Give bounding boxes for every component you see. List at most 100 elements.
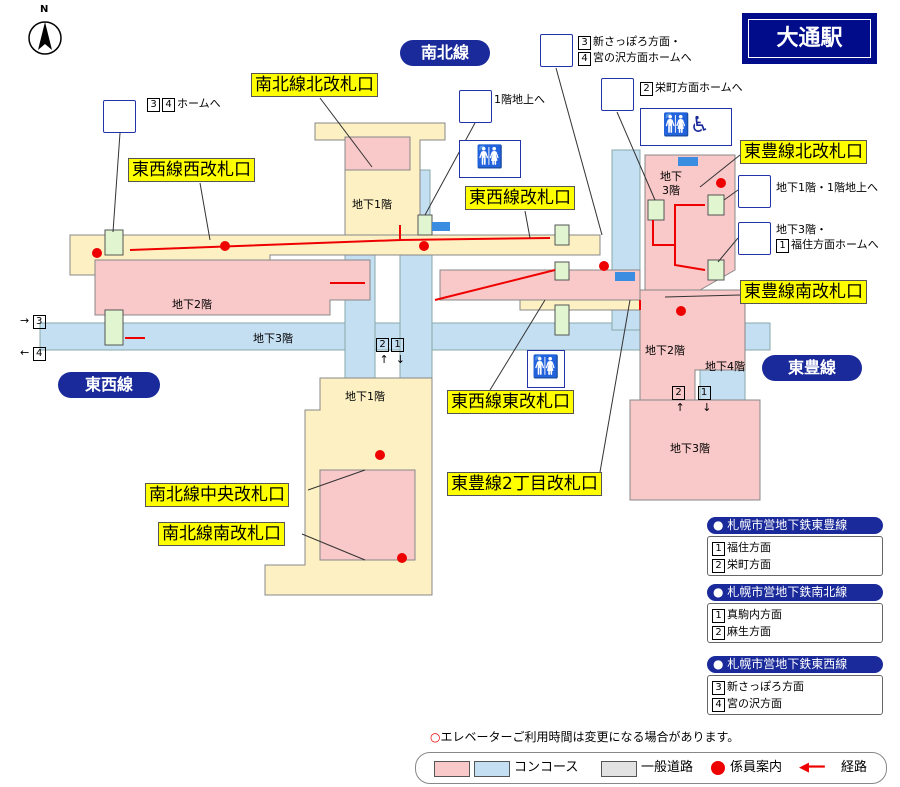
gate-nanboku-south[interactable]: 南北線南改札口 (158, 522, 285, 546)
num-badge: 1 (776, 239, 789, 253)
legend-title: ● 札幌市営地下鉄東西線 (707, 656, 883, 673)
gate-tozai-west[interactable]: 東西線西改札口 (128, 158, 255, 182)
legend-item: 福住方面 (727, 541, 771, 554)
legend-title: ● 札幌市営地下鉄東豊線 (707, 517, 883, 534)
tozai-line-label: 東西線 (58, 372, 160, 398)
legend-title-text: 札幌市営地下鉄東西線 (727, 657, 848, 671)
b1-north-pink (344, 136, 411, 171)
elevator-icon (601, 78, 634, 111)
floor-label: 地下2階 (645, 344, 685, 357)
floor-label: 地下1階 (345, 390, 385, 403)
notice-circle-icon: ○ (430, 730, 441, 744)
num-badge: 1 (712, 609, 725, 623)
elevator-dest: 福住方面ホームへ (791, 238, 879, 251)
direction-3: → 3 (20, 313, 48, 329)
num-badge: 1 (712, 542, 725, 556)
compass-north-label: N (40, 4, 49, 15)
concourse-swatch-blue (474, 761, 510, 777)
legend-title-text: 札幌市営地下鉄東豊線 (727, 518, 848, 532)
num-badge: 2 (712, 559, 725, 573)
toho-line-label: 東豊線 (762, 355, 862, 381)
legend-staff: 係員案内 (730, 760, 783, 775)
restroom-icon: 🚻 (527, 350, 565, 388)
staff-dot-icon (711, 761, 725, 775)
station-title: 大通駅 (742, 13, 877, 64)
legend-item: 真駒内方面 (727, 608, 782, 621)
floor-label: 地下3階 (253, 332, 293, 345)
elevator-text-2: 1階地上へ (494, 93, 545, 106)
num-badge: 4 (162, 98, 175, 112)
toho-directions: 2 1 ↑ ↓ (672, 386, 712, 414)
num-badge: 2 (712, 626, 725, 640)
legend-item: 宮の沢方面 (727, 697, 782, 710)
num-badge: 2 (672, 386, 685, 400)
elevator-text-5: 地下1階・1階地上へ (776, 181, 878, 194)
floor-label: 地下 (660, 170, 682, 183)
gate-toho-north[interactable]: 東豊線北改札口 (740, 140, 867, 164)
floor-label: 3階 (662, 184, 680, 197)
num-badge: 1 (697, 386, 711, 400)
route-arrow-icon: ◀━━ (799, 760, 825, 775)
legend-item: 新さっぽろ方面 (727, 680, 804, 693)
gate-tozai-east[interactable]: 東西線東改札口 (447, 390, 574, 414)
b1-south-pink (319, 469, 416, 561)
map-legend: コンコース 一般道路 係員案内 ◀━━ 経路 (415, 752, 887, 784)
legend-route: 経路 (841, 760, 868, 775)
road-swatch (601, 761, 637, 777)
num-badge: 3 (32, 315, 46, 329)
num-badge: 4 (712, 698, 725, 712)
num-badge: 2 (640, 82, 653, 96)
elevator-icon (540, 34, 573, 67)
elevator-icon (103, 100, 136, 133)
elevator-icon (459, 90, 492, 123)
legend-road: 一般道路 (641, 760, 694, 775)
restroom-icon: 🚻 (459, 140, 521, 178)
elevator-icon (738, 222, 771, 255)
legend-item: 栄町方面 (727, 558, 771, 571)
elevator-dest: 栄町方面ホームへ (655, 81, 743, 94)
elevator-dest: ホームへ (177, 97, 221, 110)
num-badge: 1 (391, 338, 404, 352)
num-badge: 4 (32, 347, 46, 361)
legend-concourse: コンコース (514, 760, 579, 775)
compass-icon (28, 21, 62, 55)
nanboku-line-label: 南北線 (400, 40, 490, 66)
gate-nanboku-north[interactable]: 南北線北改札口 (251, 73, 378, 97)
concourse-swatch-pink (434, 761, 470, 777)
elevator-dest: 新さっぽろ方面・ (593, 35, 681, 48)
legend-title-text: 札幌市営地下鉄南北線 (727, 585, 848, 599)
gate-tozai[interactable]: 東西線改札口 (465, 186, 575, 210)
restroom-accessible-icon: 🚻♿ (640, 108, 732, 146)
gate-toho-2chome[interactable]: 東豊線2丁目改札口 (447, 472, 602, 496)
floor-label: 地下4階 (705, 360, 745, 373)
b3-toho-south (629, 399, 761, 501)
legend-title: ● 札幌市営地下鉄南北線 (707, 584, 883, 601)
gate-nanboku-central[interactable]: 南北線中央改札口 (145, 483, 289, 507)
floor-label: 地下1階 (352, 198, 392, 211)
notice-text: エレベーターご利用時間は変更になる場合があります。 (440, 730, 740, 744)
gate-toho-south[interactable]: 東豊線南改札口 (740, 280, 867, 304)
num-badge: 2 (376, 338, 389, 352)
num-badge: 3 (578, 36, 591, 50)
direction-4: ← 4 (20, 345, 48, 361)
legend-item: 麻生方面 (727, 625, 771, 638)
elevator-dest: 宮の沢方面ホームへ (593, 51, 692, 64)
b2-west (94, 259, 371, 316)
floor-label: 地下2階 (172, 298, 212, 311)
num-badge: 4 (578, 52, 591, 66)
num-badge: 3 (712, 681, 725, 695)
elevator-icon (738, 175, 771, 208)
num-badge: 3 (147, 98, 160, 112)
station-title-text: 大通駅 (748, 19, 871, 58)
floor-label: 地下3階 (670, 442, 710, 455)
